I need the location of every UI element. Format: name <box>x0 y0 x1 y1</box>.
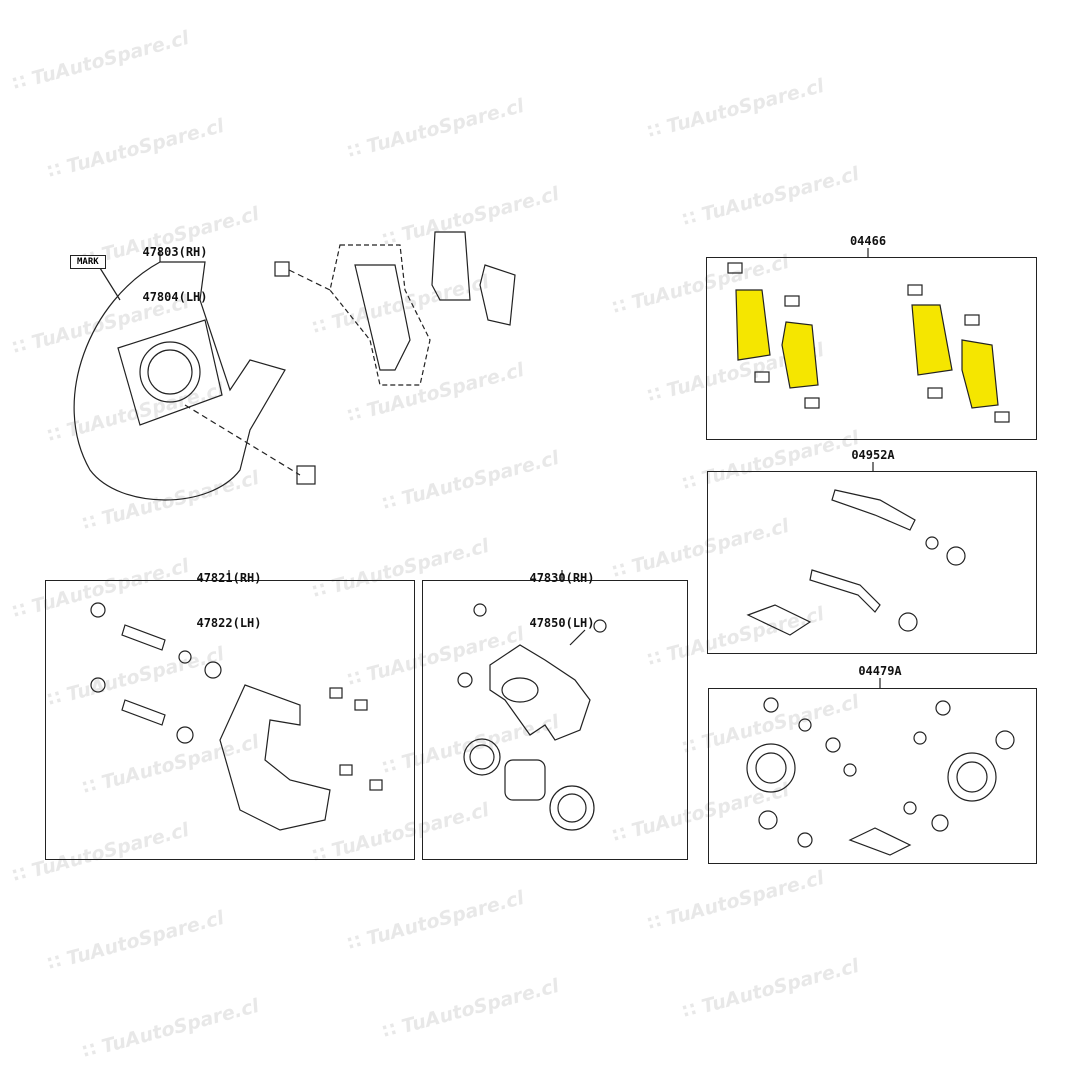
caliper-label[interactable]: 47830(RH) 47850(LH) <box>512 541 612 661</box>
part-number-lh: 47822(LH) <box>196 616 262 630</box>
pad-kit-drawing <box>727 262 1010 423</box>
caliper-mount-kit-drawing <box>90 602 383 831</box>
mark-label: MARK <box>70 255 106 269</box>
backing-plate-drawing <box>73 250 316 501</box>
part-number-lh: 47804(LH) <box>142 290 208 304</box>
pad-kit-label[interactable]: 04466 <box>849 234 887 248</box>
part-number-rh: 47803(RH) <box>142 245 208 259</box>
part-number-rh: 47821(RH) <box>196 571 262 585</box>
cylinder-kit-box <box>708 688 1037 864</box>
caliper-mount-label[interactable]: 47821(RH) 47822(LH) <box>179 541 279 661</box>
leader-lines <box>228 248 881 688</box>
cylinder-kit-drawing <box>746 697 1015 856</box>
part-number-rh: 47830(RH) <box>529 571 595 585</box>
part-number-lh: 47850(LH) <box>529 616 595 630</box>
caliper-mount-top-drawing <box>274 231 516 386</box>
pad-kit-box <box>706 257 1037 440</box>
caliper-drawing <box>457 603 607 831</box>
caliper-mount-box <box>45 580 415 860</box>
caliper-kit-drawing <box>746 489 966 636</box>
caliper-kit-box <box>707 471 1037 654</box>
caliper-kit-label[interactable]: 04952A <box>851 448 895 462</box>
caliper-box <box>422 580 688 860</box>
backing-plate-label[interactable]: 47803(RH) 47804(LH) <box>125 215 225 335</box>
cylinder-kit-label[interactable]: 04479A <box>858 664 902 678</box>
